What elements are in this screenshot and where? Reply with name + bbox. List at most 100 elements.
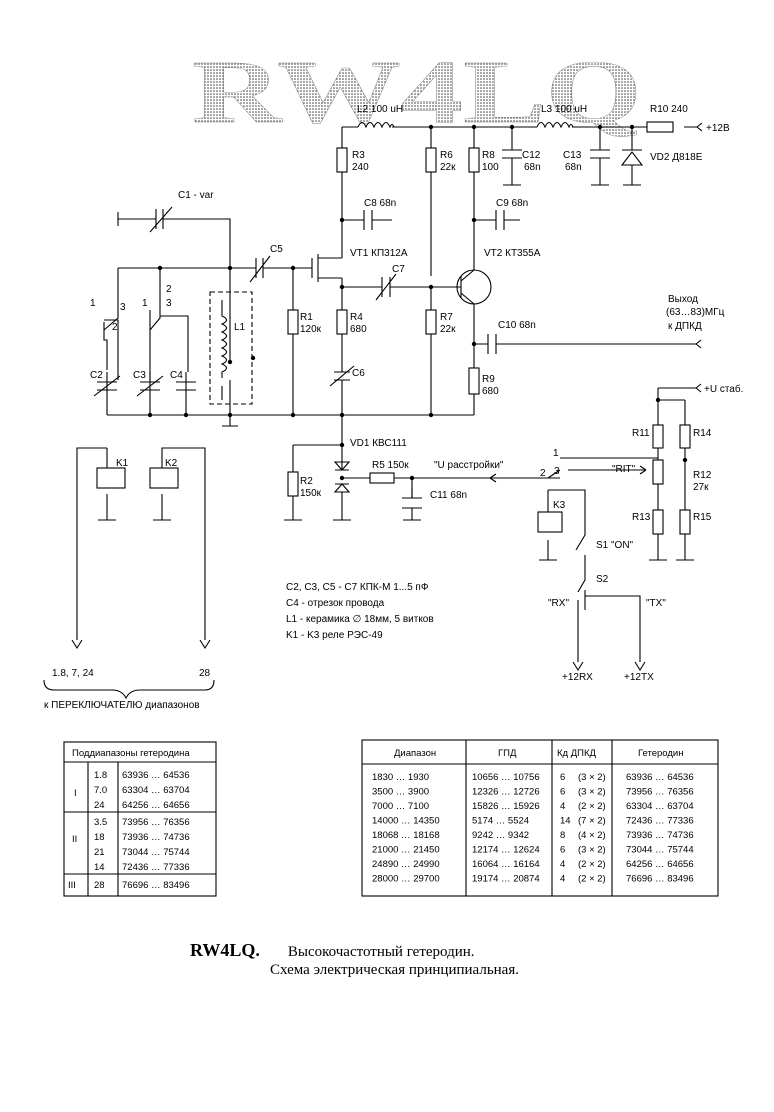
table-cell: (3 × 2) xyxy=(578,845,606,856)
r9 xyxy=(468,367,480,395)
table-subbands-header: Поддиапазоны гетеродина xyxy=(72,748,190,759)
roman-1: I xyxy=(74,788,77,799)
label-band-left: 1.8, 7, 24 xyxy=(52,668,94,679)
label-out1: Выход xyxy=(668,294,698,305)
table-cell: 4 xyxy=(560,801,565,812)
label-r12: R12 xyxy=(693,470,712,481)
r11 xyxy=(652,424,664,449)
c4 xyxy=(176,381,196,391)
table-cell: 6 xyxy=(560,845,565,856)
label-urast: "U расстройки" xyxy=(434,460,504,471)
table-cell: (3 × 2) xyxy=(578,787,606,798)
r6 xyxy=(425,147,437,173)
label-out2: (63…83)МГц xyxy=(666,307,725,318)
label-c4: C4 xyxy=(170,370,183,381)
table-cell: 3500 … 3900 xyxy=(372,787,429,798)
label-r11: R11 xyxy=(632,428,650,439)
row-band: 18 xyxy=(94,832,105,843)
row-band: 21 xyxy=(94,847,105,858)
caption-title: Высокочастотный гетеродин. xyxy=(287,944,475,960)
label-r12-value: 27к xyxy=(693,482,709,493)
label-r3-value: 240 xyxy=(352,162,369,173)
component-labels: L2 100 uH L3 100 uH R10 240 +12В R3 240 … xyxy=(44,104,743,711)
label-r6: R6 xyxy=(440,150,453,161)
table-cell: (7 × 2) xyxy=(578,816,606,827)
notes: C2, C3, C5 - C7 КПК-М 1...5 пФ C4 - отре… xyxy=(286,582,434,641)
label-pin3: 3 xyxy=(554,466,560,477)
row-band: 14 xyxy=(94,862,105,873)
label-sw-b3: 3 xyxy=(166,298,172,309)
row-range: 72436 … 77336 xyxy=(122,862,190,873)
k2-coil xyxy=(149,467,179,489)
label-out3: к ДПКД xyxy=(668,321,702,332)
label-r7-value: 22к xyxy=(440,324,456,335)
table-cell: 14 xyxy=(560,816,571,827)
label-sw-a3: 3 xyxy=(120,302,126,313)
capacitors xyxy=(93,206,413,498)
roman-3: III xyxy=(68,880,76,891)
label-pin1: 1 xyxy=(553,448,559,459)
col-header: ГПД xyxy=(498,748,517,759)
junctions xyxy=(147,124,688,481)
col-header: Диапазон xyxy=(394,748,436,759)
table-cell: 14000 … 14350 xyxy=(372,816,440,827)
roman-2: II xyxy=(72,834,77,845)
table-cell: 7000 … 7100 xyxy=(372,801,429,812)
row-band: 7.0 xyxy=(94,785,107,796)
label-c12-value: 68n xyxy=(524,162,541,173)
l1 xyxy=(220,300,228,400)
label-c3: C3 xyxy=(133,370,146,381)
table-cell: 4 xyxy=(560,859,565,870)
label-r15: R15 xyxy=(693,512,712,523)
label-r13: R13 xyxy=(632,512,651,523)
note-1: C2, C3, C5 - C7 КПК-М 1...5 пФ xyxy=(286,582,429,593)
table-subbands: Поддиапазоны гетеродина I 1.8 63936 … 64… xyxy=(63,741,217,897)
label-sw-a1: 1 xyxy=(90,298,96,309)
table-cell: 15826 … 15926 xyxy=(472,801,540,812)
row-range: 63936 … 64536 xyxy=(122,770,190,781)
vd1-upper xyxy=(333,461,351,471)
label-sw-b1: 1 xyxy=(142,298,148,309)
table-cell: 19174 … 20874 xyxy=(472,874,540,885)
row-band: 24 xyxy=(94,800,105,811)
label-r6-value: 22к xyxy=(440,162,456,173)
row-band: 1.8 xyxy=(94,770,107,781)
label-band-right: 28 xyxy=(199,668,211,679)
inductors xyxy=(220,121,574,400)
label-ustab: +U стаб. xyxy=(704,383,743,395)
label-c8: C8 68n xyxy=(364,198,396,209)
label-vd1: VD1 КВС111 xyxy=(350,438,407,449)
k3-coil xyxy=(537,511,563,533)
label-c13-value: 68n xyxy=(565,162,582,173)
table-cell: 6 xyxy=(560,787,565,798)
table-cell: (2 × 2) xyxy=(578,859,606,870)
label-l3: L3 100 uH xyxy=(541,104,587,115)
row-range: 73936 … 74736 xyxy=(122,832,190,843)
c3 xyxy=(136,375,164,397)
table-cell: 9242 … 9342 xyxy=(472,830,529,841)
r14 xyxy=(679,424,691,449)
label-c2: C2 xyxy=(90,370,103,381)
row-range: 64256 … 64656 xyxy=(122,800,190,811)
table-cell: 63936 … 64536 xyxy=(626,772,694,783)
grounds xyxy=(98,184,694,561)
label-c11: C11 68n xyxy=(430,490,467,501)
table-cell: 6 xyxy=(560,772,565,783)
r12 xyxy=(652,459,664,485)
label-k1: K1 xyxy=(116,458,129,469)
label-c10: C10 68n xyxy=(498,320,536,331)
label-r4-value: 680 xyxy=(350,324,367,335)
table-bands: Диапазон ГПД Кд ДПКД Гетеродин 1830 … 19… xyxy=(361,739,719,897)
r3 xyxy=(336,147,348,173)
table-cell: 73044 … 75744 xyxy=(626,845,694,856)
note-4: K1 - K3 реле РЭС-49 xyxy=(286,630,383,641)
r5 xyxy=(369,472,395,484)
diodes xyxy=(333,149,644,493)
table-cell: 12326 … 12726 xyxy=(472,787,540,798)
label-l1: L1 xyxy=(234,322,246,333)
r7 xyxy=(425,309,437,335)
label-r3: R3 xyxy=(352,150,365,161)
table-cell: 1830 … 1930 xyxy=(372,772,429,783)
c2 xyxy=(93,375,121,397)
